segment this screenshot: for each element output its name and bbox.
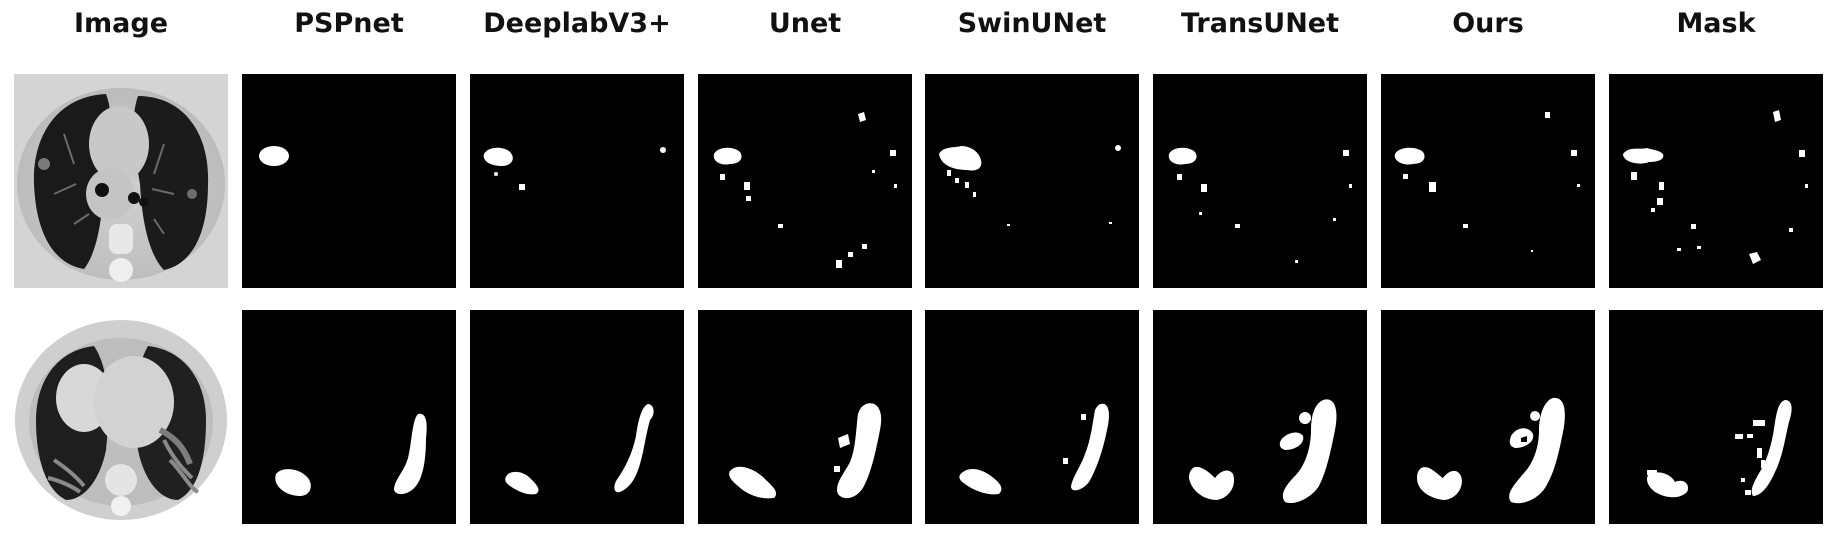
ours-mask-row1 [1381,74,1595,288]
column-header-deeplabv3plus: DeeplabV3+ [483,8,671,39]
ground-truth-mask-row2 [1609,310,1823,524]
deeplabv3plus-mask-row2 [470,310,684,524]
pspnet-mask-row2 [242,310,456,524]
ground-truth-mask-row1 [1609,74,1823,288]
column-header-mask: Mask [1676,8,1756,39]
ct-image-row1 [14,74,228,288]
unet-mask-row1 [698,74,912,288]
deeplabv3plus-mask-row1 [470,74,684,288]
column-header-pspnet: PSPnet [294,8,404,39]
transunet-mask-row2 [1153,310,1367,524]
swinunet-mask-row2 [925,310,1139,524]
ours-mask-row2 [1381,310,1595,524]
column-header-image: Image [73,8,169,39]
transunet-mask-row1 [1153,74,1367,288]
column-header-transunet: TransUNet [1180,8,1340,39]
unet-mask-row2 [698,310,912,524]
swinunet-mask-row1 [925,74,1139,288]
column-header-unet: Unet [768,8,842,39]
column-header-ours: Ours [1452,8,1524,39]
column-header-swinunet: SwinUNet [957,8,1107,39]
pspnet-mask-row1 [242,74,456,288]
ct-image-row2 [14,310,228,524]
